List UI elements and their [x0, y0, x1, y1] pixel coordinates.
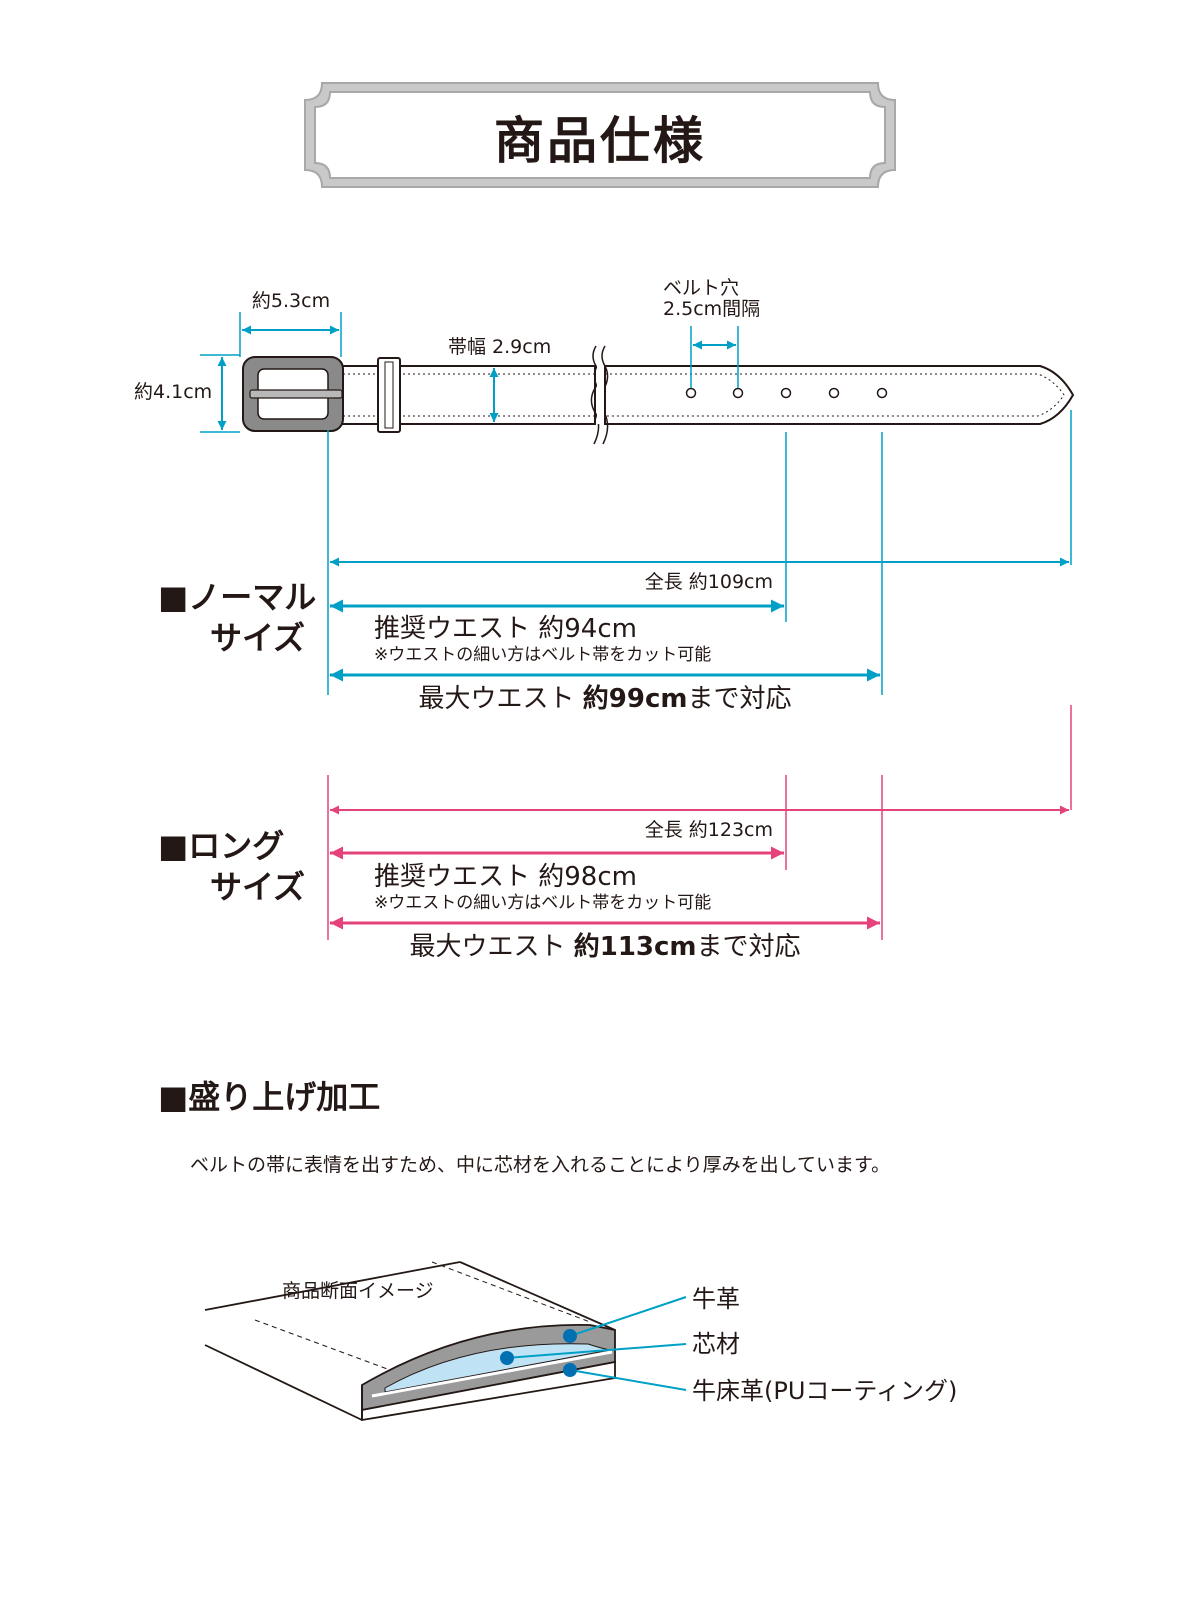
- belt-hole: [780, 387, 792, 399]
- strap-width-label: 帯幅 2.9cm: [448, 336, 551, 358]
- padding-section: ■盛り上げ加工 ベルトの帯に表情を出すため、中に芯材を入れることにより厚みを出し…: [158, 1078, 890, 1176]
- title-frame: 商品仕様: [304, 82, 896, 188]
- long-max-waist: 最大ウエスト 約113cmまで対応: [409, 931, 800, 962]
- layer-label-split-leather: 牛床革(PUコーティング): [692, 1377, 957, 1405]
- hole-spacing-label-1: ベルト穴: [663, 277, 739, 299]
- hole-spacing-label-2: 2.5cm間隔: [663, 298, 760, 320]
- layer-label-leather: 牛革: [692, 1285, 740, 1313]
- buckle-width-label: 約5.3cm: [252, 290, 330, 312]
- belt-loop: [377, 357, 401, 433]
- layer-label-core: 芯材: [692, 1330, 740, 1358]
- cross-section-core: [384, 1343, 611, 1393]
- normal-size-heading-2: サイズ: [210, 619, 305, 657]
- normal-total-length: 全長 約109cm: [645, 571, 773, 593]
- strap-left: [329, 365, 596, 425]
- belt-illustration: [242, 345, 1075, 445]
- long-size-section: 全長 約123cm 推奨ウエスト 約98cm ※ウエストの細い方はベルト帯をカッ…: [158, 705, 1072, 962]
- buckle-prong: [249, 389, 343, 399]
- cross-section-illustration: 商品断面イメージ 牛革 芯材 牛床革(PUコーティング): [204, 1261, 957, 1422]
- normal-recommended-waist: 推奨ウエスト 約94cm: [374, 614, 637, 644]
- padding-description: ベルトの帯に表情を出すため、中に芯材を入れることにより厚みを出しています。: [190, 1154, 890, 1176]
- padding-heading: ■盛り上げ加工: [158, 1078, 380, 1116]
- long-size-heading-1: ■ロング: [158, 827, 284, 865]
- buckle-height-label: 約4.1cm: [134, 381, 212, 403]
- normal-size-heading-1: ■ノーマル: [158, 578, 316, 616]
- belt-hole: [732, 387, 744, 399]
- normal-note: ※ウエストの細い方はベルト帯をカット可能: [374, 645, 711, 665]
- strap-right: [604, 365, 1075, 425]
- belt-hole: [685, 387, 697, 399]
- leather-dot: [563, 1329, 577, 1343]
- cross-section-label: 商品断面イメージ: [282, 1280, 434, 1302]
- split-leather-dot: [563, 1363, 577, 1377]
- belt-hole: [828, 387, 840, 399]
- belt-dimensions: 約5.3cm 約4.1cm 帯幅 2.9cm ベルト穴 2.5cm間隔: [134, 277, 760, 433]
- long-recommended-waist: 推奨ウエスト 約98cm: [374, 862, 637, 892]
- normal-max-waist: 最大ウエスト 約99cmまで対応: [419, 683, 792, 714]
- page-title: 商品仕様: [494, 111, 706, 170]
- long-note: ※ウエストの細い方はベルト帯をカット可能: [374, 893, 711, 913]
- long-total-length: 全長 約123cm: [645, 819, 773, 841]
- normal-size-section: 全長 約109cm 推奨ウエスト 約94cm ※ウエストの細い方はベルト帯をカッ…: [158, 410, 1072, 714]
- belt-holes: [685, 387, 888, 399]
- core-dot: [500, 1351, 514, 1365]
- long-size-heading-2: サイズ: [210, 868, 305, 906]
- belt-hole: [876, 387, 888, 399]
